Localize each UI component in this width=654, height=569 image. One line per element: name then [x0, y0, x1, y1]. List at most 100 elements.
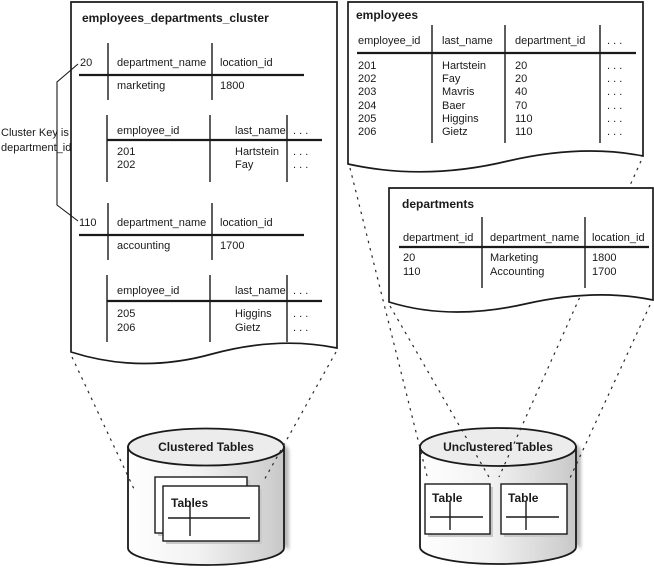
employees-box-title: employees	[356, 8, 418, 22]
ellipsis: . . .	[607, 73, 622, 85]
card-label: Table	[508, 491, 539, 505]
table-cell: 201	[117, 146, 135, 158]
table-header-cell: employee_id	[117, 125, 179, 137]
ellipsis: . . .	[293, 159, 308, 171]
table-cell: 205	[358, 113, 376, 125]
table-row: 204 Baer 70 . . .	[358, 100, 622, 112]
dashed-connector	[389, 305, 490, 478]
table-cell: Fay	[235, 159, 254, 171]
connector-lines	[71, 160, 651, 490]
table-grid-icon	[506, 502, 559, 530]
table-cell: accounting	[117, 240, 170, 252]
table-cell: Gietz	[442, 126, 468, 138]
cylinder-label: Clustered Tables	[158, 440, 254, 454]
table-cell: Marketing	[490, 252, 538, 264]
table-cell: 1700	[592, 266, 616, 278]
table-header-cell: location_id	[220, 217, 273, 229]
ellipsis: . . .	[607, 35, 622, 47]
clustered-cylinder: Clustered Tables Tables	[127, 427, 289, 566]
table-cell: 40	[515, 86, 527, 98]
ellipsis: . . .	[607, 86, 622, 98]
table-cell: 203	[358, 86, 376, 98]
cluster-box-title: employees_departments_cluster	[82, 11, 269, 25]
departments-box: departments department_id department_nam…	[388, 187, 654, 313]
departments-box-title: departments	[402, 197, 474, 211]
table-row: 205 Higgins 110 . . .	[358, 113, 622, 125]
cluster-key-note: department_id	[1, 142, 71, 154]
card-label: Table	[432, 491, 463, 505]
table-grid-icon	[430, 502, 483, 530]
cluster-key-value: 20	[80, 57, 92, 69]
table-cell: Higgins	[442, 113, 479, 125]
single-card-right	[500, 483, 568, 535]
table-cell: 206	[358, 126, 376, 138]
bracket-line	[56, 63, 79, 222]
ellipsis: . . .	[607, 100, 622, 112]
table-cell: 206	[117, 322, 135, 334]
table-header-cell: department_id	[515, 35, 585, 47]
employees-box: employees employee_id last_name departme…	[347, 1, 644, 173]
cluster-group: 110 department_name location_id accounti…	[79, 203, 322, 342]
table-cell: 110	[515, 126, 533, 138]
table-row: 206 Gietz 110 . . .	[358, 126, 622, 138]
table-cell: Hartstein	[235, 146, 279, 158]
ellipsis: . . .	[293, 308, 308, 320]
cluster-key-value: 110	[79, 217, 97, 229]
table-header-cell: last_name	[235, 285, 286, 297]
cluster-group: 20 department_name location_id marketing…	[79, 43, 322, 182]
table-header-cell: last_name	[235, 125, 286, 137]
table-cell: 201	[358, 60, 376, 72]
table-header-cell: department_id	[403, 232, 473, 244]
table-cell: Gietz	[235, 322, 261, 334]
ellipsis: . . .	[293, 146, 308, 158]
table-header-cell: location_id	[592, 232, 645, 244]
table-row: 201 Hartstein 20 . . .	[358, 60, 622, 72]
table-cell: 20	[515, 73, 527, 85]
table-header-cell: employee_id	[117, 285, 179, 297]
table-cell: Accounting	[490, 266, 544, 278]
dashed-connector	[498, 160, 642, 478]
table-cell: marketing	[117, 80, 165, 92]
dashed-connector	[349, 167, 429, 481]
ellipsis: . . .	[293, 285, 308, 297]
ellipsis: . . .	[607, 126, 622, 138]
cluster-key-annotation: Cluster Key is department_id	[1, 63, 79, 222]
ellipsis: . . .	[293, 125, 308, 137]
table-cell: 202	[358, 73, 376, 85]
table-header-cell: location_id	[220, 57, 273, 69]
table-cell: Fay	[442, 73, 461, 85]
table-row: 20 Marketing 1800	[403, 252, 616, 264]
table-cell: 1800	[592, 252, 616, 264]
stacked-card-front	[162, 485, 260, 542]
ellipsis: . . .	[607, 60, 622, 72]
table-cell: 205	[117, 308, 135, 320]
box-outline	[388, 187, 654, 313]
table-cell: 70	[515, 100, 527, 112]
table-cell: 1800	[220, 80, 244, 92]
table-header-cell: employee_id	[358, 35, 420, 47]
ellipsis: . . .	[293, 322, 308, 334]
table-cell: 20	[403, 252, 415, 264]
table-header-cell: department_name	[117, 217, 206, 229]
table-cell: 110	[515, 113, 533, 125]
single-card-left	[424, 483, 491, 535]
table-cell: Mavris	[442, 86, 475, 98]
cylinder-label: Unclustered Tables	[443, 440, 553, 454]
table-header-cell: department_name	[490, 232, 579, 244]
dashed-connector	[569, 304, 651, 479]
box-outline	[70, 1, 338, 365]
table-cell: Higgins	[235, 308, 272, 320]
cluster-key-note: Cluster Key is	[1, 127, 69, 139]
dashed-connector	[262, 351, 337, 483]
cylinder-top	[127, 427, 285, 467]
table-row: 202 Fay 20 . . .	[358, 73, 622, 85]
table-cell: Baer	[442, 100, 466, 112]
table-cell: 20	[515, 60, 527, 72]
cylinder-top	[419, 427, 577, 467]
dashed-connector	[71, 356, 135, 490]
table-cell: Hartstein	[442, 60, 486, 72]
ellipsis: . . .	[607, 113, 622, 125]
table-grid-icon	[168, 503, 250, 536]
